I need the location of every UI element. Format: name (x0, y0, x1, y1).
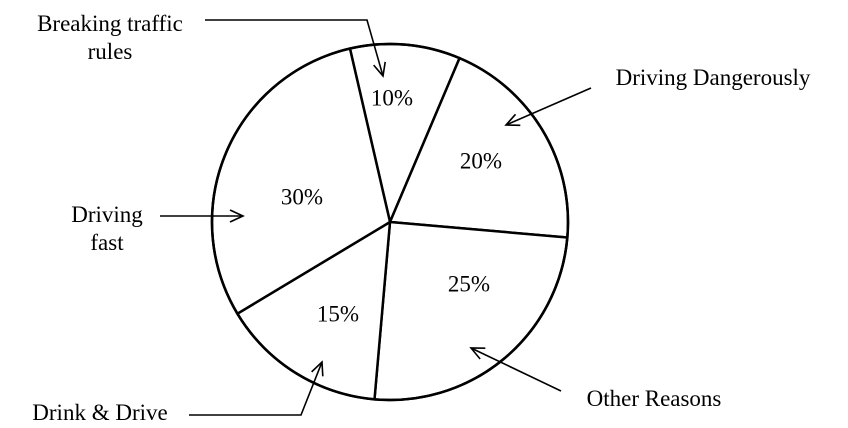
slice-category-label-line: Driving Dangerously (616, 65, 811, 90)
slice-value-label: 30% (281, 184, 323, 209)
leader-line (189, 361, 323, 416)
slice-value-label: 15% (317, 301, 359, 326)
arrowhead (469, 347, 486, 360)
arrowhead (373, 61, 386, 78)
slice-category-label: Other Reasons (587, 386, 722, 411)
slice-category-label-line: Other Reasons (587, 386, 722, 411)
leader-line (505, 87, 592, 126)
leader-line (205, 19, 384, 77)
slice-value-labels: 10% 20% 25% 15% 30% (281, 85, 502, 326)
pie-slice (373, 220, 569, 402)
slice-category-label-line: fast (90, 230, 124, 255)
slice-category-label: Driving Dangerously (616, 65, 811, 90)
pie-outline (210, 42, 570, 402)
arrowhead (229, 209, 245, 223)
leader-line (470, 347, 562, 392)
slice-category-label-line: Driving (71, 202, 143, 227)
slice-category-label: Drink & Drive (32, 400, 167, 425)
label-arrows (160, 19, 592, 416)
slice-category-label: Driving fast (71, 202, 143, 255)
slice-value-label: 20% (460, 148, 502, 173)
slice-category-label-line: Drink & Drive (32, 400, 167, 425)
slice-value-label: 10% (371, 85, 413, 110)
slice-category-label: Breaking traffic rules (37, 11, 183, 64)
arrowhead (311, 360, 324, 377)
slice-value-label: 25% (448, 271, 490, 296)
slice-category-label-line: Breaking traffic (37, 11, 183, 36)
slice-category-label-line: rules (88, 39, 133, 64)
arrowhead (504, 113, 521, 127)
